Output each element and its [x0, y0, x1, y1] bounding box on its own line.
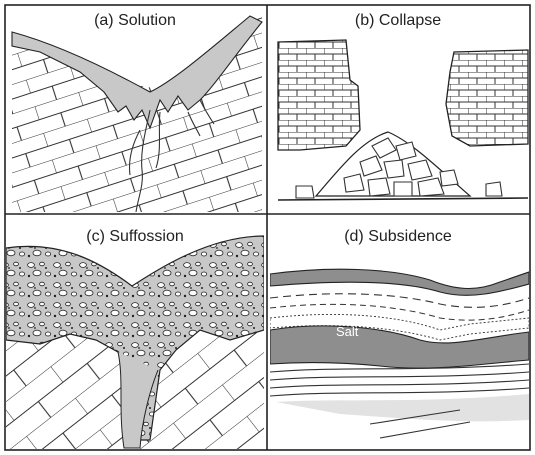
panel-collapse — [277, 39, 529, 201]
salt-layer — [270, 325, 529, 369]
panel-title-solution: (a) Solution — [94, 12, 176, 29]
collapse-ground-line — [277, 197, 529, 201]
subsidence-dashed-bed-2 — [270, 303, 529, 321]
subsidence-light-layer — [276, 394, 529, 422]
collapse-rubble-blocks — [295, 137, 503, 199]
subsidence-dashed-bed — [270, 293, 529, 308]
salt-label: Salt — [336, 324, 359, 339]
panel-suffossion — [6, 235, 264, 449]
suffossion-pipe-fill — [117, 351, 159, 449]
subsidence-surface-layer — [270, 268, 529, 296]
panel-title-suffossion: (c) Suffossion — [86, 228, 184, 245]
panel-title-collapse: (b) Collapse — [355, 12, 441, 29]
collapse-left-rock — [277, 39, 361, 151]
solution-doline-fill — [11, 15, 263, 130]
panel-title-subsidence: (d) Subsidence — [344, 228, 452, 245]
panel-solution — [11, 14, 263, 212]
subsidence-bedding-lines — [270, 363, 529, 397]
collapse-right-rock — [445, 49, 529, 147]
panel-subsidence: Salt — [270, 268, 529, 439]
solution-fissures — [128, 109, 161, 212]
subsidence-dotted-layer — [270, 313, 529, 341]
